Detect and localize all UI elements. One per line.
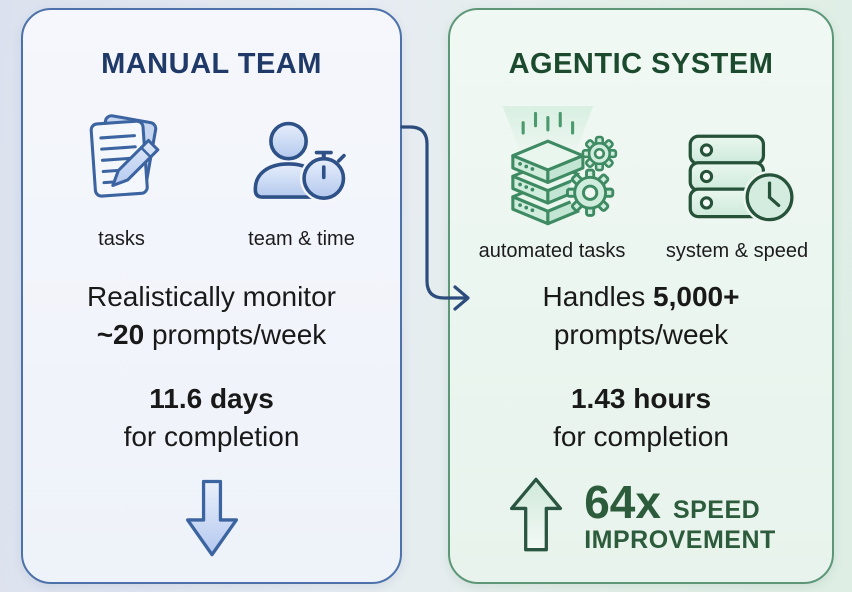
icon-label: team & time <box>248 228 355 250</box>
manual-completion-stat: 11.6 days for completion <box>23 380 400 456</box>
agentic-icons-row: automated tasks <box>450 106 832 263</box>
stat-text: prompts/week <box>144 319 327 350</box>
icon-label: automated tasks <box>478 240 626 262</box>
badge-word-improvement: IMPROVEMENT <box>584 525 776 554</box>
system-speed-icon-group: system & speed <box>651 128 823 263</box>
tasks-icon-group: tasks <box>47 106 197 251</box>
stat-text: prompts/week <box>553 319 729 350</box>
speed-improvement-badge: 64x SPEED IMPROVEMENT <box>450 476 832 559</box>
icon-label: system & speed <box>665 240 809 262</box>
stat-text: for completion <box>553 421 729 452</box>
agentic-system-title: AGENTIC SYSTEM <box>508 48 774 80</box>
down-arrow-icon <box>23 478 400 560</box>
stat-bold: ~20 <box>96 319 145 350</box>
team-time-icon-group: team & time <box>227 114 377 251</box>
automated-tasks-icon-group: automated tasks <box>459 106 645 263</box>
stat-bold: 1.43 hours <box>570 383 712 414</box>
speed-improvement-text: 64x SPEED IMPROVEMENT <box>584 475 776 555</box>
agentic-system-panel: AGENTIC SYSTEM <box>448 8 834 584</box>
stat-text: for completion <box>123 421 300 452</box>
badge-word-speed: SPEED <box>672 495 761 524</box>
manual-team-panel: MANUAL TEAM <box>21 8 402 584</box>
manual-icons-row: tasks <box>23 106 400 251</box>
up-arrow-icon <box>506 476 566 559</box>
team-time-person-stopwatch-icon <box>245 114 359 223</box>
tasks-documents-pencil-icon <box>66 106 178 223</box>
stat-text: Handles <box>542 281 646 312</box>
icon-label: tasks <box>98 228 145 250</box>
stat-bold: 5,000+ <box>645 281 740 312</box>
manual-team-title: MANUAL TEAM <box>101 48 322 80</box>
stat-bold: 11.6 days <box>149 383 274 414</box>
system-speed-server-clock-icon <box>676 128 798 235</box>
stat-text: Realistically monitor <box>87 281 336 312</box>
manual-capacity-stat: Realistically monitor ~20 prompts/week <box>23 278 400 354</box>
agentic-completion-stat: 1.43 hours for completion <box>450 380 832 456</box>
agentic-capacity-stat: Handles 5,000+ prompts/week <box>450 278 832 354</box>
automated-tasks-server-gears-icon <box>484 106 620 235</box>
speed-multiplier: 64x <box>584 475 661 528</box>
